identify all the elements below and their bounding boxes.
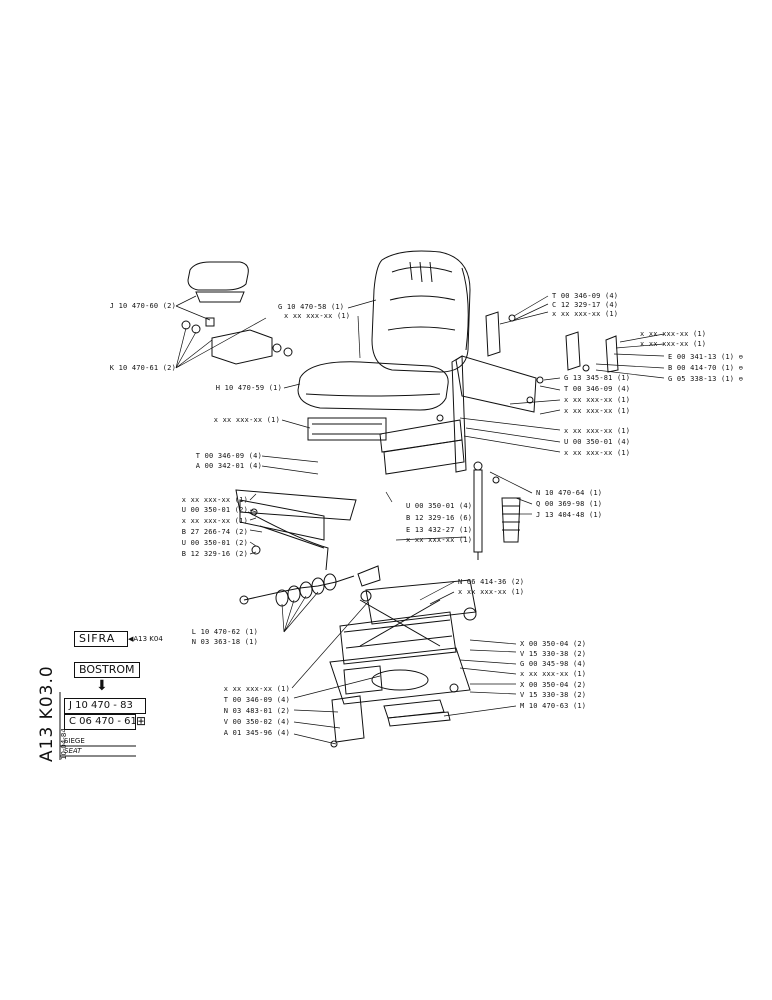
- part-label-q8: G 05 338-13 (1) ⊖: [668, 375, 744, 383]
- document-date: 10-04-84: [60, 728, 68, 760]
- part-label-q7: B 00 414-70 (1) ⊖: [668, 364, 744, 372]
- part-label-q27: M 10 470-63 (1): [520, 702, 587, 710]
- lower-base: [329, 647, 471, 705]
- part-label-q24: x xx xxx-xx (1): [520, 670, 587, 678]
- seat-back: [371, 250, 471, 373]
- part-label-q17: Q 00 369-98 (1): [536, 500, 603, 508]
- part-label-q12: x xx xxx-xx (1): [564, 407, 631, 415]
- part-label-p8: A 00 342-01 (4): [195, 462, 262, 470]
- side-brackets: [436, 311, 619, 422]
- plus-box-icon: ⊞: [136, 714, 147, 728]
- part-label-q11: x xx xxx-xx (1): [564, 396, 631, 404]
- part-label-p17: E 13 432-27 (1): [406, 526, 473, 534]
- armrest-bracket: [181, 320, 293, 365]
- title-en: SEAT: [64, 747, 82, 755]
- part-label-q19: N 06 414-36 (2): [458, 578, 525, 586]
- sifra-ref: ◀A13 K04: [128, 635, 163, 643]
- part-label-p25: A 01 345-96 (4): [223, 729, 290, 737]
- part-label-p10: U 00 350-01 (2): [181, 506, 248, 514]
- part-label-p9: x xx xxx-xx (1): [181, 496, 248, 504]
- part-label-q1: T 00 346-09 (4): [552, 292, 619, 300]
- part-label-p21: x xx xxx-xx (1): [223, 685, 290, 693]
- part-number-b: C 06 470 - 61: [64, 714, 137, 730]
- leader-lines: [175, 295, 665, 745]
- part-label-p13: U 00 350-01 (2): [181, 539, 248, 547]
- part-label-p3: G 10 470-58 (1): [278, 303, 345, 311]
- part-label-q18: J 13 404-48 (1): [536, 511, 603, 519]
- part-label-q21: X 00 350-04 (2): [520, 640, 587, 648]
- title-fr: SIEGE: [64, 737, 85, 745]
- document-code: A13 K03.0: [37, 665, 57, 762]
- slide-rails: [330, 683, 459, 748]
- part-label-q15: x xx xxx-xx (1): [564, 449, 631, 457]
- part-label-q26: V 15 330-38 (2): [520, 691, 587, 699]
- part-label-p24: V 00 350-02 (4): [223, 718, 290, 726]
- part-label-q2: C 12 329-17 (4): [552, 301, 619, 309]
- part-label-p2: K 10 470-61 (2): [109, 364, 176, 372]
- part-label-q14: U 00 350-01 (4): [564, 438, 631, 446]
- part-label-q13: x xx xxx-xx (1): [564, 427, 631, 435]
- part-label-p11: x xx xxx-xx (1): [181, 517, 248, 525]
- part-label-p22: T 00 346-09 (4): [223, 696, 290, 704]
- part-label-p16: B 12 329-16 (6): [406, 514, 473, 522]
- part-label-q9: G 13 345-81 (1): [564, 374, 631, 382]
- part-label-q20: x xx xxx-xx (1): [458, 588, 525, 596]
- part-label-q3: x xx xxx-xx (1): [552, 310, 619, 318]
- shock-absorber: [473, 461, 521, 560]
- side-panel: [379, 355, 537, 475]
- part-label-q6: E 00 341-13 (1) ⊖: [668, 353, 744, 361]
- part-label-p23: N 03 483-01 (2): [223, 707, 290, 715]
- bostrom-box: BOSTROM: [74, 662, 140, 678]
- seat-cushion: [297, 361, 449, 411]
- part-label-p7: T 00 346-09 (4): [195, 452, 262, 460]
- seat-pan: [307, 417, 387, 441]
- part-label-p5: H 10 470-59 (1): [215, 384, 282, 392]
- part-label-q16: N 10 470-64 (1): [536, 489, 603, 497]
- part-label-q5: x xx xxx-xx (1): [640, 340, 707, 348]
- part-label-q25: X 00 350-04 (2): [520, 681, 587, 689]
- part-label-p15: U 00 350-01 (4): [406, 502, 473, 510]
- title-block-frame: [59, 692, 136, 760]
- part-label-p18: x xx xxx-xx (1): [406, 536, 473, 544]
- part-label-p14: B 12 329-16 (2): [181, 550, 248, 558]
- base-frame: [235, 489, 357, 571]
- part-label-p19: L 10 470-62 (1): [191, 628, 258, 636]
- part-label-p6: x xx xxx-xx (1): [213, 416, 280, 424]
- part-label-p1: J 10 470-60 (2): [109, 302, 176, 310]
- suspension: [239, 565, 381, 607]
- part-label-q10: T 00 346-09 (4): [564, 385, 631, 393]
- armrest: [187, 261, 249, 327]
- part-label-p20: N 03 363-18 (1): [191, 638, 258, 646]
- part-label-q4: x xx xxx-xx (1): [640, 330, 707, 338]
- part-number-a: J 10 470 - 83: [64, 698, 146, 714]
- part-label-p4: x xx xxx-xx (1): [284, 312, 351, 320]
- part-label-p12: B 27 266-74 (2): [181, 528, 248, 536]
- down-arrow-icon: ⬇: [96, 678, 108, 694]
- sifra-box: SIFRA: [74, 631, 128, 647]
- scissor-mechanism: [339, 579, 477, 665]
- part-label-q22: V 15 330-38 (2): [520, 650, 587, 658]
- part-label-q23: G 00 345-98 (4): [520, 660, 587, 668]
